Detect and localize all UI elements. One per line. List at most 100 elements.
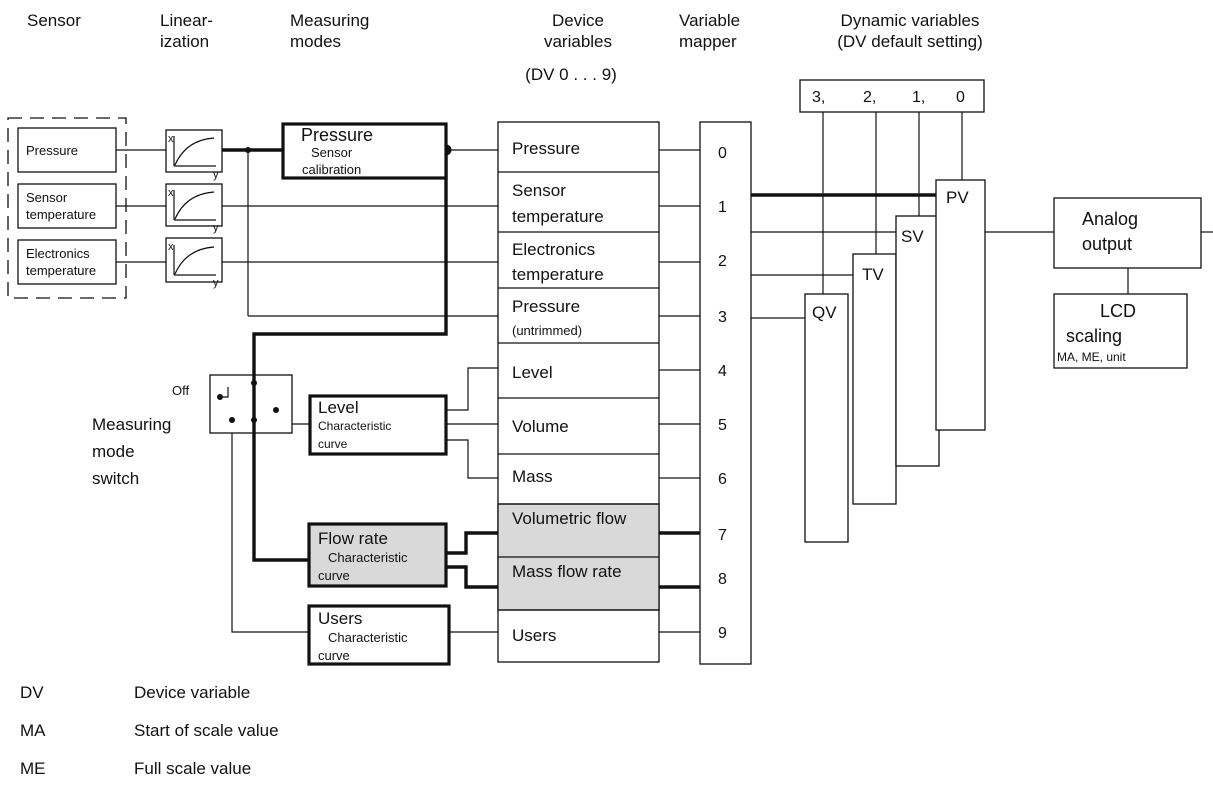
- mapper-number-5: 5: [718, 417, 727, 434]
- pv-label: PV: [946, 188, 969, 207]
- mapper-number-2: 2: [718, 253, 727, 270]
- legend-abbr-ma: MA: [20, 721, 46, 740]
- header-sensor: Sensor: [27, 11, 81, 30]
- linearization-curve-1: x y: [165, 129, 223, 181]
- mapper-number-0: 0: [718, 145, 727, 162]
- switch-box: [209, 374, 293, 434]
- legend-text-me: Full scale value: [134, 759, 251, 778]
- header-variable-mapper-2: mapper: [679, 32, 737, 51]
- device-variables-column: Pressure Sensor temperature Electronics …: [497, 121, 660, 663]
- legend: DV Device variable MA Start of scale val…: [20, 683, 279, 778]
- sv-box: [895, 215, 940, 467]
- header-dynamic-variables-1: Dynamic variables: [841, 11, 980, 30]
- pressure-mode-title: Pressure: [301, 125, 373, 145]
- switch-label-3: switch: [92, 469, 139, 488]
- dynamic-selector: 3, 2, 1, 0: [799, 79, 985, 113]
- legend-text-dv: Device variable: [134, 683, 250, 702]
- flow-mode-title: Flow rate: [318, 529, 388, 548]
- qv-label: QV: [812, 303, 837, 322]
- mapper-number-1: 1: [718, 199, 727, 216]
- dv5-label: Volume: [512, 417, 569, 436]
- header-variable-mapper-1: Variable: [679, 11, 740, 30]
- dv1-label-2: temperature: [512, 207, 604, 226]
- mapper-number-7: 7: [718, 527, 727, 544]
- mapper-number-4: 4: [718, 363, 727, 380]
- sensor-temperature-box: [17, 183, 117, 229]
- users-mode-title: Users: [318, 609, 362, 628]
- qv-box: [804, 293, 849, 543]
- electronics-temperature-box: [17, 239, 117, 285]
- sensor-temperature-label-1: Sensor: [26, 190, 68, 205]
- lin-1-y-label: y: [213, 169, 219, 181]
- dv7-label: Volumetric flow: [512, 509, 627, 528]
- selector-0: 0: [956, 89, 965, 106]
- header-linearization-2: ization: [160, 32, 209, 51]
- column-headers: Sensor Linear- ization Measuring modes D…: [27, 11, 983, 84]
- pressure-mode-sub-2: calibration: [302, 162, 361, 177]
- users-mode-sub-1: Characteristic: [328, 630, 408, 645]
- dv1-label-1: Sensor: [512, 181, 566, 200]
- lin-2-y-label: y: [213, 222, 219, 234]
- electronics-temperature-label-2: temperature: [26, 263, 96, 278]
- variable-mapper: 0 1 2 3 4 5 6 7 8 9: [699, 121, 752, 665]
- header-device-variables-3: (DV 0 . . . 9): [525, 65, 617, 84]
- sv-label: SV: [901, 227, 924, 246]
- lin-3-x-label: x: [168, 241, 174, 253]
- legend-abbr-me: ME: [20, 759, 46, 778]
- sensor-group: Pressure Sensor temperature Electronics …: [7, 117, 127, 299]
- level-mode-sub-1: Characteristic: [318, 419, 391, 433]
- level-mode-title: Level: [318, 398, 359, 417]
- analog-output-label-1: Analog: [1082, 209, 1138, 229]
- analog-output-label-2: output: [1082, 234, 1132, 254]
- tv-box: [852, 253, 897, 505]
- mapper-number-3: 3: [718, 309, 727, 326]
- selector-1: 1,: [912, 89, 925, 106]
- lin-3-y-label: y: [213, 277, 219, 289]
- dv0-label: Pressure: [512, 139, 580, 158]
- legend-text-ma: Start of scale value: [134, 721, 279, 740]
- mapper-number-9: 9: [718, 625, 727, 642]
- lin-1-x-label: x: [168, 133, 174, 145]
- level-mode-box: Level Characteristic curve: [308, 394, 448, 456]
- mapper-number-6: 6: [718, 471, 727, 488]
- header-device-variables-2: variables: [544, 32, 612, 51]
- mapper-number-8: 8: [718, 571, 727, 588]
- flow-mode-sub-2: curve: [318, 568, 350, 583]
- pv-box: [935, 179, 986, 431]
- linearization-curve-2: x y: [165, 183, 223, 234]
- sensor-pressure-label: Pressure: [26, 143, 78, 158]
- dv9-label: Users: [512, 626, 556, 645]
- header-measuring-modes-1: Measuring: [290, 11, 369, 30]
- pressure-mode-box: Pressure Sensor calibration: [281, 122, 448, 180]
- dv8-label: Mass flow rate: [512, 562, 622, 581]
- thin-connectors: [116, 112, 1213, 633]
- selector-2: 2,: [863, 89, 876, 106]
- dv3-label-1: Pressure: [512, 297, 580, 316]
- analog-output-box: Analog output: [1053, 197, 1202, 269]
- dv2-label-1: Electronics: [512, 240, 595, 259]
- dv4-label: Level: [512, 363, 553, 382]
- header-dynamic-variables-2: (DV default setting): [837, 32, 983, 51]
- switch-label-2: mode: [92, 442, 135, 461]
- tv-label: TV: [862, 265, 884, 284]
- pressure-mode-sub-1: Sensor: [311, 145, 353, 160]
- header-measuring-modes-2: modes: [290, 32, 341, 51]
- lcd-label-3: MA, ME, unit: [1057, 350, 1126, 364]
- flow-mode-box: Flow rate Characteristic curve: [307, 522, 448, 588]
- level-mode-sub-2: curve: [318, 437, 348, 451]
- users-mode-box: Users Characteristic curve: [307, 604, 451, 666]
- dv6-label: Mass: [512, 467, 553, 486]
- dynamic-variable-boxes: QV TV SV PV: [804, 179, 986, 543]
- lcd-scaling-box: LCD scaling MA, ME, unit: [1053, 293, 1188, 369]
- sensor-dashed-frame: [7, 117, 127, 299]
- lcd-label-2: scaling: [1066, 326, 1122, 346]
- header-linearization-1: Linear-: [160, 11, 213, 30]
- sensor-temperature-label-2: temperature: [26, 207, 96, 222]
- linearization-curve-3: x y: [165, 237, 223, 289]
- lin-2-x-label: x: [168, 187, 174, 199]
- electronics-temperature-label-1: Electronics: [26, 246, 90, 261]
- dv2-label-2: temperature: [512, 265, 604, 284]
- selector-3: 3,: [812, 89, 825, 106]
- measuring-mode-switch: Off Measuring mode switch: [92, 374, 293, 488]
